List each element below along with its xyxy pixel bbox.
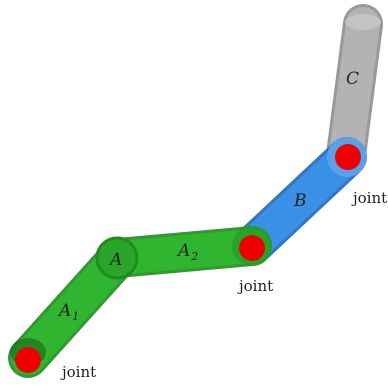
- joint-label-middle: joint: [237, 277, 273, 295]
- joint-dot-middle: [239, 235, 265, 261]
- label-b: B: [293, 191, 307, 211]
- label-a2: A2: [176, 241, 198, 263]
- joint-dot-upper-right: [335, 144, 361, 170]
- joint-label-upper-right: joint: [351, 189, 387, 207]
- label-c: C: [346, 69, 359, 89]
- joint-label-bottom-left: joint: [60, 363, 96, 381]
- label-a: A: [108, 250, 122, 270]
- label-a1: A1: [57, 301, 79, 323]
- joint-dot-bottom-left: [15, 347, 41, 373]
- segment-c: [326, 4, 383, 175]
- joint-a: [95, 236, 139, 280]
